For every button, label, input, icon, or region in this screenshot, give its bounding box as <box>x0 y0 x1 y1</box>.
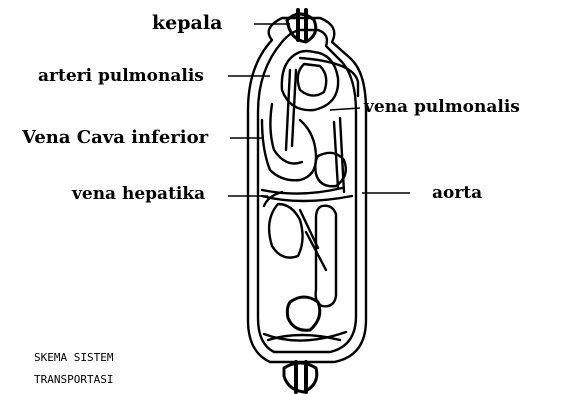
label-arteri-pulmonalis: arteri pulmonalis <box>38 68 204 85</box>
lower-organ <box>287 297 319 330</box>
label-vena-cava-inferior: Vena Cava inferior <box>22 129 208 147</box>
caption-line-1: SKEMA SISTEM <box>34 352 113 363</box>
liver-left <box>269 204 302 258</box>
hepatic-vein-network <box>300 210 326 270</box>
label-aorta: aorta <box>432 185 482 202</box>
label-kepala: kepala <box>152 14 222 33</box>
label-vena-pulmonalis: vena pulmonalis <box>364 99 520 116</box>
tail-ring <box>284 363 317 392</box>
caption-line-2: TRANSPORTASI <box>34 374 113 385</box>
label-vena-hepatika: vena hepatika <box>72 186 205 203</box>
